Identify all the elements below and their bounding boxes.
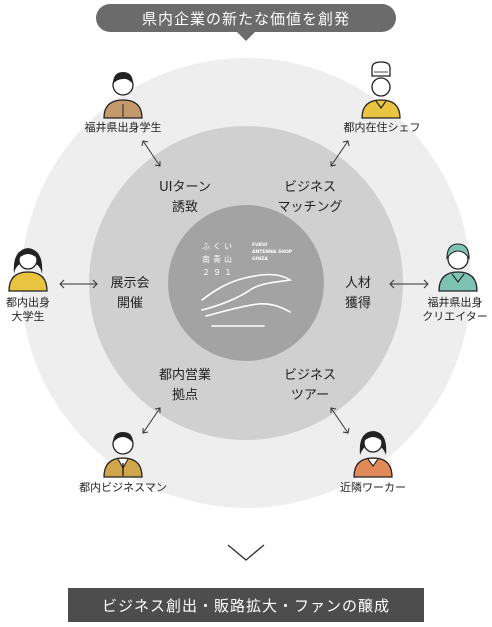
ring-item-ui-turn-line2: 誘致 — [171, 200, 198, 215]
person-student-icon — [103, 72, 143, 119]
person-label-fukui-creator-line1: 福井県出身 — [427, 296, 483, 309]
ring-item-exhibition: 展示会 開催 — [100, 274, 160, 314]
ring-item-ui-turn: UIターン 誘致 — [140, 178, 230, 218]
logo-en-line3: GINZA — [252, 257, 268, 262]
chevron-down-icon — [227, 544, 265, 561]
connector-arrows — [59, 140, 429, 434]
ring-item-ui-turn-line1: UIターン — [159, 180, 211, 195]
logo-wave-icon — [201, 273, 293, 311]
person-label-tokyo-univ-line1: 都内出身 — [6, 296, 50, 309]
logo-en-text: FUKUI ANTENNA SHOP GINZA — [252, 242, 308, 263]
logo-en-line1: FUKUI — [252, 243, 268, 248]
person-label-fukui-student-text: 福井県出身学生 — [84, 121, 162, 134]
person-label-tokyo-business: 都内ビジネスマン — [66, 481, 180, 495]
inner-circle — [168, 205, 324, 361]
person-label-fukui-creator-line2: クリエイター — [422, 310, 488, 323]
person-worker-icon — [353, 431, 393, 478]
header-banner: 県内企業の新たな価値を創発 — [96, 4, 396, 32]
ring-item-exhibition-line1: 展示会 — [110, 276, 150, 291]
person-label-nearby-worker: 近隣ワーカー — [328, 481, 418, 495]
arrow-bottom-right — [330, 407, 349, 434]
person-label-tokyo-chef-text: 都内在住シェフ — [343, 121, 421, 134]
person-univ-student-icon — [8, 248, 48, 292]
arrow-top-right — [330, 140, 349, 167]
person-label-tokyo-univ: 都内出身 大学生 — [0, 296, 56, 324]
person-label-tokyo-univ-line2: 大学生 — [11, 310, 45, 323]
person-creator-icon — [438, 243, 478, 292]
ring-item-talent: 人材 獲得 — [330, 274, 386, 314]
person-label-tokyo-business-text: 都内ビジネスマン — [79, 481, 167, 494]
logo-line-icon — [205, 303, 291, 317]
footer-title: ビジネス創出・販路拡大・ファンの醸成 — [101, 596, 390, 615]
person-label-nearby-worker-text: 近隣ワーカー — [340, 481, 406, 494]
arrow-top-left — [142, 140, 161, 167]
logo-en-line2: ANTENNA SHOP — [252, 250, 293, 255]
logo-jp-line3: ２９１ — [202, 268, 235, 277]
logo-jp-line1: ふくい — [202, 242, 235, 251]
person-chef-icon — [361, 61, 401, 119]
person-businessman-icon — [103, 432, 143, 478]
logo-jp-text: ふくい 南青山 ２９１ — [202, 240, 248, 279]
ring-item-business-matching-line1: ビジネス — [283, 180, 336, 195]
ring-item-tokyo-base-line2: 拠点 — [171, 388, 198, 403]
person-label-tokyo-chef: 都内在住シェフ — [330, 121, 434, 135]
ring-item-talent-line1: 人材 — [344, 276, 371, 291]
ring-item-business-matching-line2: マッチング — [277, 200, 343, 215]
person-label-fukui-creator: 福井県出身 クリエイター — [418, 296, 492, 324]
arrow-bottom-left — [142, 407, 161, 434]
ring-item-exhibition-line2: 開催 — [116, 296, 143, 311]
ring-item-tokyo-base-line1: 都内営業 — [158, 368, 211, 383]
ring-item-tokyo-base: 都内営業 拠点 — [140, 366, 230, 406]
ring-item-business-tour: ビジネス ツアー — [265, 366, 355, 406]
header-pointer — [236, 31, 256, 41]
ring-item-business-matching: ビジネス マッチング — [265, 178, 355, 218]
footer-banner: ビジネス創出・販路拡大・ファンの醸成 — [68, 588, 424, 622]
ring-item-talent-line2: 獲得 — [344, 296, 371, 311]
header-title: 県内企業の新たな価値を創発 — [141, 9, 350, 28]
person-label-fukui-student: 福井県出身学生 — [70, 121, 176, 135]
ring-item-business-tour-line2: ツアー — [290, 388, 330, 403]
logo-jp-line2: 南青山 — [202, 255, 235, 264]
ring-item-business-tour-line1: ビジネス — [283, 368, 336, 383]
